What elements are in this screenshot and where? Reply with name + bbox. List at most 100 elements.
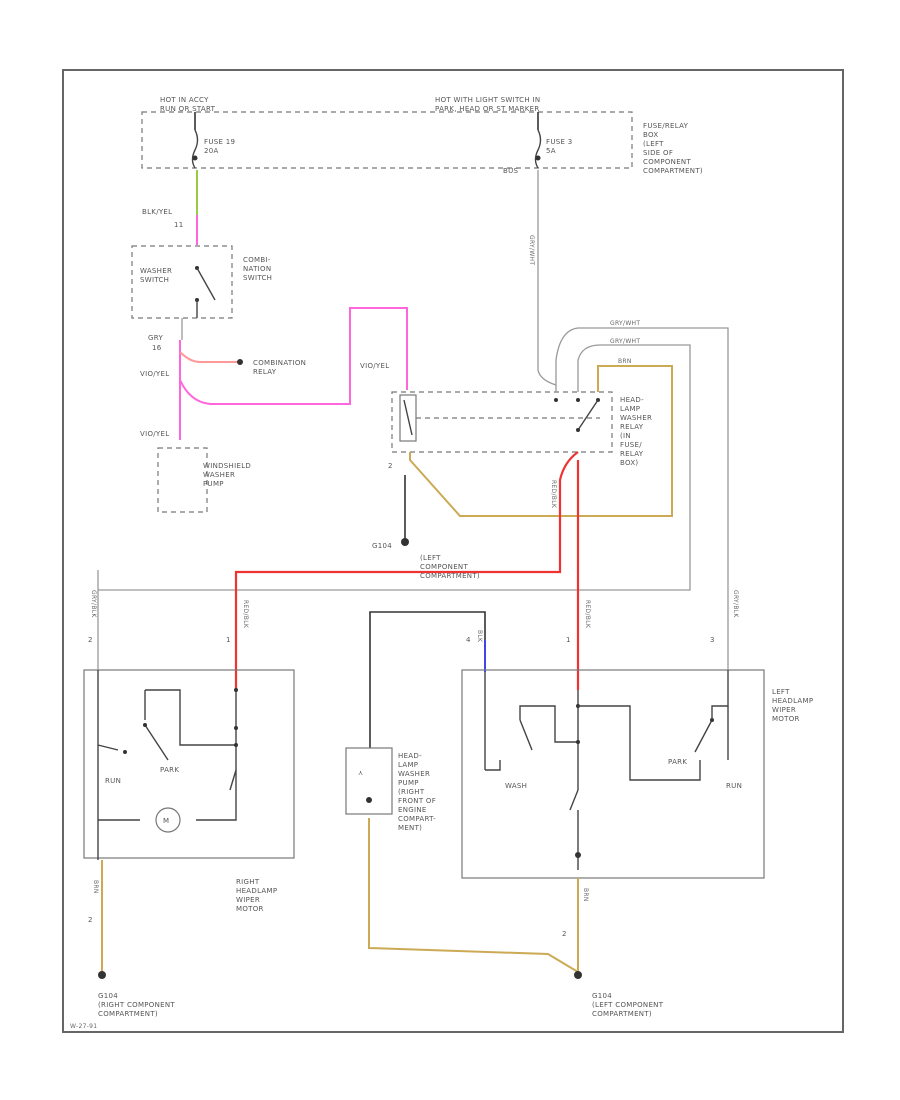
headlamp-pump-label: HEAD- LAMP WASHER PUMP (RIGHT FRONT OF E… — [398, 752, 436, 832]
svg-text:PARK, HEAD OR ST MARKER: PARK, HEAD OR ST MARKER — [435, 105, 540, 113]
pin-4-label: 4 — [466, 636, 471, 644]
pin-11-label: 11 — [174, 221, 184, 229]
combination-switch-outline — [131, 245, 233, 319]
headlamp-relay-outline — [391, 391, 613, 453]
svg-text:MENT): MENT) — [398, 824, 422, 832]
wire-tan-pump-to-ground — [368, 818, 579, 973]
svg-text:COMPONENT: COMPONENT — [643, 158, 691, 166]
combination-relay-label: COMBINATION RELAY — [253, 359, 306, 376]
wire-vio-yel-label-1: VIO/YEL — [140, 370, 169, 378]
pin-2-rmotor-label: 2 — [88, 636, 93, 644]
combination-relay-terminal — [237, 359, 243, 365]
svg-text:WIPER: WIPER — [236, 896, 260, 904]
wire-gry-left-motor-label: GRY/BLK — [732, 590, 739, 618]
svg-text:RUN OR START: RUN OR START — [160, 105, 216, 113]
svg-text:FRONT OF: FRONT OF — [398, 797, 436, 805]
left-motor-internals — [484, 670, 729, 870]
svg-text:HEAD-: HEAD- — [398, 752, 422, 760]
left-motor-label: LEFT HEADLAMP WIPER MOTOR — [772, 688, 813, 723]
wire-gry-label-vertical: GRY/WHT — [528, 235, 535, 265]
wire-pinklt-to-relay — [179, 351, 240, 363]
wire-gry-wht-mid-label: GRY/WHT — [610, 338, 640, 345]
wire-red-label-relay: RED/BLK — [550, 480, 557, 509]
right-motor-run-label: RUN — [105, 777, 121, 785]
svg-text:HOT WITH LIGHT SWITCH IN: HOT WITH LIGHT SWITCH IN — [435, 96, 540, 104]
washer-pump-label: WINDSHIELD WASHER PUMP — [203, 462, 251, 488]
pin-2-rground-label: 2 — [88, 916, 93, 924]
svg-text:(RIGHT COMPONENT: (RIGHT COMPONENT — [98, 1001, 175, 1009]
wire-blk-yel-label: BLK/YEL — [142, 208, 172, 216]
svg-text:FUSE/: FUSE/ — [620, 441, 642, 449]
wire-tan-loop — [409, 365, 673, 517]
headlamp-relay-label: HEAD- LAMP WASHER RELAY (IN FUSE/ RELAY … — [620, 396, 652, 467]
svg-text:HEADLAMP: HEADLAMP — [772, 697, 813, 705]
pin-1-rmotor-label: 1 — [226, 636, 231, 644]
right-motor-label: RIGHT HEADLAMP WIPER MOTOR — [236, 878, 277, 913]
svg-text:(IN: (IN — [620, 432, 631, 440]
fuse-19: FUSE 19 20A — [191, 112, 235, 169]
combination-switch-label: COMBI- NATION SWITCH — [243, 256, 272, 282]
pump-symbol: ⋏ — [358, 769, 363, 777]
svg-text:COMPARTMENT): COMPARTMENT) — [592, 1010, 652, 1018]
wire-brn-label: BRN — [618, 358, 632, 365]
svg-text:WASHER: WASHER — [140, 267, 172, 275]
wire-black-to-pump — [369, 611, 486, 748]
washer-pump-outline — [157, 447, 208, 513]
wire-gray-loop-1 — [555, 327, 729, 570]
wire-brn-lmotor-label: BRN — [582, 888, 589, 902]
fuse-relay-box-outline — [141, 111, 633, 169]
svg-text:LAMP: LAMP — [620, 405, 640, 413]
svg-text:WINDSHIELD: WINDSHIELD — [203, 462, 251, 470]
pin-3-lmotor-label: 3 — [710, 636, 715, 644]
wire-gry-right-motor-label: GRY/BLK — [90, 590, 97, 618]
svg-text:20A: 20A — [204, 147, 219, 155]
wire-brn-rmotor-label: BRN — [92, 880, 99, 894]
svg-text:NATION: NATION — [243, 265, 271, 273]
svg-text:RELAY: RELAY — [620, 450, 644, 458]
svg-text:FUSE 3: FUSE 3 — [546, 138, 573, 146]
svg-text:WASHER: WASHER — [620, 414, 652, 422]
g104-ground-center — [401, 538, 409, 546]
g104-left-label: G104 (LEFT COMPONENT COMPARTMENT) — [592, 992, 664, 1018]
svg-text:LEFT: LEFT — [772, 688, 790, 696]
wire-red-rmotor-label: RED/BLK — [242, 600, 249, 629]
diagram-frame — [62, 69, 844, 1033]
svg-text:COMPARTMENT): COMPARTMENT) — [98, 1010, 158, 1018]
svg-text:(LEFT COMPONENT: (LEFT COMPONENT — [592, 1001, 664, 1009]
pin-2-relay-label: 2 — [388, 462, 393, 470]
svg-text:MOTOR: MOTOR — [236, 905, 264, 913]
svg-text:(LEFT: (LEFT — [420, 554, 441, 562]
right-motor-park-label: PARK — [160, 766, 179, 774]
g104-right-label: G104 (RIGHT COMPONENT COMPARTMENT) — [98, 992, 175, 1018]
pin-1-lmotor-label: 1 — [566, 636, 571, 644]
left-compartment-label: (LEFT COMPONENT COMPARTMENT) — [420, 554, 480, 580]
svg-text:COMPONENT: COMPONENT — [420, 563, 468, 571]
svg-text:(RIGHT: (RIGHT — [398, 788, 425, 796]
wire-blk-label: BLK — [476, 630, 483, 643]
corner-code: W-27-91 — [70, 1023, 97, 1030]
svg-text:G104: G104 — [98, 992, 118, 1000]
left-wiper-motor-box — [461, 669, 765, 879]
svg-text:HOT IN ACCY: HOT IN ACCY — [160, 96, 209, 104]
fuse-3: FUSE 3 5A BUS — [503, 112, 573, 175]
pin-16-label: GRY 16 — [148, 334, 163, 352]
wire-vio-yel-label-2: VIO/YEL — [140, 430, 169, 438]
right-motor-internals — [97, 670, 238, 860]
wire-pink-to-headlamp-relay — [179, 307, 408, 405]
svg-text:SIDE OF: SIDE OF — [643, 149, 673, 157]
svg-text:MOTOR: MOTOR — [772, 715, 800, 723]
svg-text:COMPARTMENT): COMPARTMENT) — [643, 167, 703, 175]
svg-text:RELAY: RELAY — [620, 423, 644, 431]
wire-gray-fuse3-to-relay — [537, 170, 557, 386]
g104-label: G104 — [372, 542, 392, 550]
washer-switch-label: WASHER SWITCH — [140, 267, 172, 284]
left-motor-park-label: PARK — [668, 758, 687, 766]
svg-text:(LEFT: (LEFT — [643, 140, 664, 148]
wire-gry-wht-top-label: GRY/WHT — [610, 320, 640, 327]
svg-text:BOX: BOX — [643, 131, 658, 139]
right-wiper-motor-box — [83, 669, 295, 859]
wire-red-lmotor-label: RED/BLK — [584, 600, 591, 629]
g104-left-ground — [574, 971, 582, 979]
svg-text:ENGINE: ENGINE — [398, 806, 427, 814]
